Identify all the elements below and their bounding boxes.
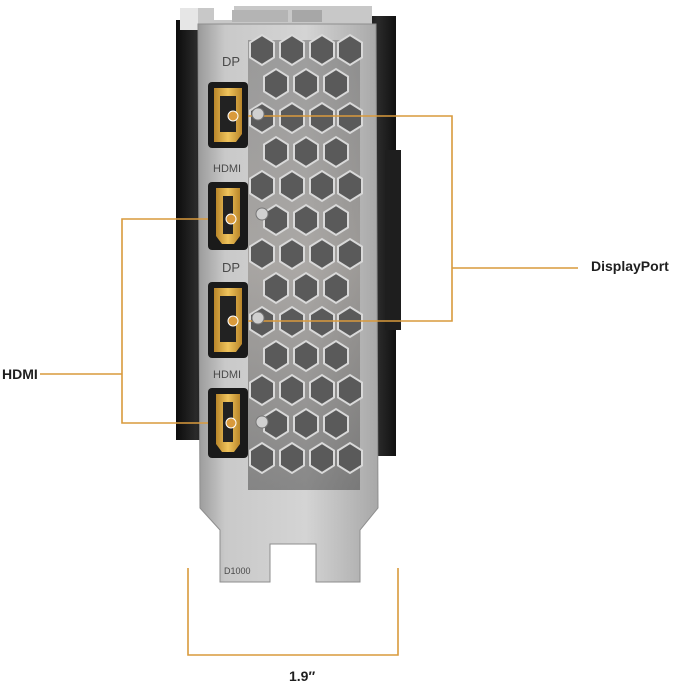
vent-hole bbox=[323, 339, 349, 373]
vent-hole bbox=[263, 135, 289, 169]
vent-hole bbox=[263, 67, 289, 101]
vent-hole bbox=[293, 271, 319, 305]
vent-hole bbox=[249, 373, 275, 407]
vent-hole bbox=[293, 203, 319, 237]
vent-hole bbox=[323, 67, 349, 101]
displayport-leader bbox=[234, 115, 453, 322]
vent-hole bbox=[337, 441, 363, 475]
vent-hole bbox=[279, 373, 305, 407]
vent-hole bbox=[309, 169, 335, 203]
bracket-top-tab bbox=[180, 6, 372, 30]
vent-hole bbox=[293, 67, 319, 101]
vent-hole bbox=[337, 237, 363, 271]
callout-dots bbox=[225, 110, 239, 429]
port-markings: DP HDMI DP HDMI D1000 bbox=[213, 54, 251, 576]
vent-hole bbox=[279, 441, 305, 475]
vent-hole bbox=[279, 33, 305, 67]
hdmi-callout-label: HDMI bbox=[2, 366, 38, 382]
vent-hole bbox=[309, 33, 335, 67]
vent-hole bbox=[309, 373, 335, 407]
vent-hole bbox=[293, 135, 319, 169]
marking-hdmi-lower: HDMI bbox=[213, 369, 241, 381]
vent-hole bbox=[249, 237, 275, 271]
vent-hole bbox=[279, 237, 305, 271]
marking-dp-lower: DP bbox=[222, 260, 240, 275]
vent-hole bbox=[263, 203, 289, 237]
vent-hole bbox=[309, 305, 335, 339]
displayport-1 bbox=[208, 82, 265, 148]
vent-hole bbox=[337, 305, 363, 339]
vent-hole bbox=[279, 169, 305, 203]
vent-hole bbox=[323, 135, 349, 169]
marking-hdmi-upper: HDMI bbox=[213, 163, 241, 175]
vent-hole bbox=[263, 271, 289, 305]
vent-hole bbox=[279, 101, 305, 135]
marking-bracket-code: D1000 bbox=[224, 566, 251, 576]
vent-hole bbox=[323, 407, 349, 441]
vent-hole bbox=[309, 101, 335, 135]
vent-hole bbox=[323, 271, 349, 305]
vent-hole bbox=[293, 407, 319, 441]
vent-hole bbox=[249, 33, 275, 67]
vent-hole bbox=[337, 169, 363, 203]
vent-hole bbox=[263, 407, 289, 441]
vent-hole bbox=[337, 101, 363, 135]
vent-hole bbox=[337, 373, 363, 407]
vent-hole bbox=[249, 441, 275, 475]
vent-hole bbox=[279, 305, 305, 339]
vent-hole bbox=[337, 33, 363, 67]
width-bracket-line bbox=[187, 568, 399, 656]
bracket-width-label: 1.9″ bbox=[289, 668, 316, 684]
displayport-callout-label: DisplayPort bbox=[591, 258, 669, 274]
callout-lines bbox=[40, 115, 578, 656]
vent-hole bbox=[309, 237, 335, 271]
vent-hole bbox=[249, 169, 275, 203]
vent-hole bbox=[263, 339, 289, 373]
hdmi-leader bbox=[121, 218, 232, 424]
vent-hole bbox=[323, 203, 349, 237]
vent-hole bbox=[293, 339, 319, 373]
vent-hole bbox=[309, 441, 335, 475]
marking-dp-top: DP bbox=[222, 54, 240, 69]
